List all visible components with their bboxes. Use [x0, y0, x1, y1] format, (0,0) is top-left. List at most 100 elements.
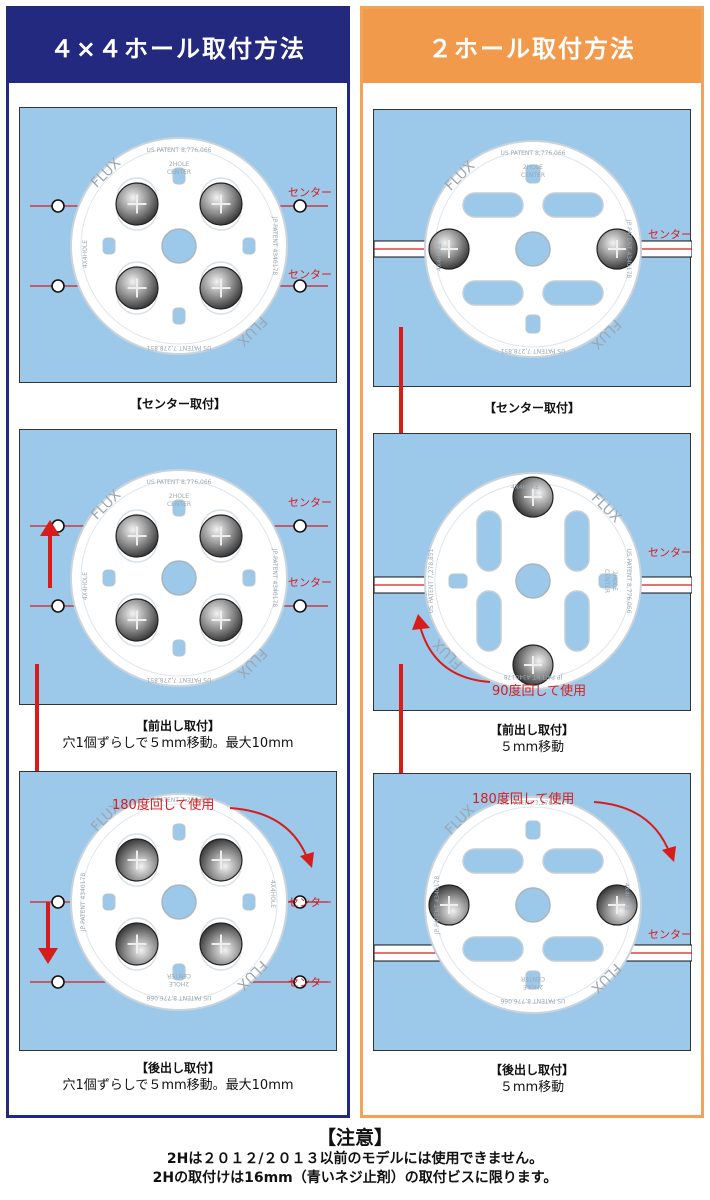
plate-label: US PATENT 7,278,851	[146, 797, 211, 804]
center-label: センター	[288, 268, 332, 281]
window-slot	[242, 237, 256, 255]
caption-title: 【センター取付】	[129, 397, 226, 411]
plate-label: CENTER	[521, 975, 545, 982]
plate-label: 2HOLE	[169, 493, 189, 500]
note-line-1: 2Hは２０１２/２０１３以前のモデルには使用できません。	[166, 1151, 544, 1167]
plate-label: 2HOLE	[169, 980, 189, 987]
window-slot	[172, 963, 186, 981]
right-front-caption: 【前出し取付】 ５mm移動	[363, 721, 701, 757]
plate-label: US PATENT 8,776,066	[500, 150, 565, 157]
center-label: センター	[288, 976, 332, 989]
note-line-2: 2Hの取付けは16mm（青いネジ止剤）の取付ビスに限ります。	[152, 1170, 558, 1186]
insert-hole	[51, 279, 65, 293]
caption-title: 【前出し取付】	[135, 719, 220, 733]
plate-label: 4X4HOLE	[511, 484, 539, 491]
caption-sub: 穴1個ずらしで５mm移動。最大10mm	[62, 736, 294, 751]
plate-label: US PATENT 8,776,066	[146, 479, 211, 486]
window-slot	[525, 820, 541, 840]
plate-label: CENTER	[167, 169, 191, 176]
plate-label: 4X4HOLE	[269, 880, 276, 908]
window-slot	[598, 573, 618, 589]
curved-arrow-icon	[593, 801, 676, 862]
center-hole	[515, 231, 551, 267]
right-center-caption: 【センター取付】	[363, 399, 701, 417]
left-front-caption: 【前出し取付】 穴1個ずらしで５mm移動。最大10mm	[9, 717, 347, 753]
caution-note: 【注意】 2Hは２０１２/２０１３以前のモデルには使用できません。 2Hの取付け…	[0, 1126, 710, 1188]
plate-label: 2HOLE	[169, 161, 189, 168]
plate-label: US PATENT 8,776,066	[146, 994, 211, 1001]
window-slot	[525, 164, 541, 184]
slot-oval	[462, 192, 524, 218]
insert-hole	[51, 975, 65, 989]
plate-label: US PATENT 7,278,851	[500, 800, 565, 807]
slot-oval	[542, 280, 604, 306]
slot-oval	[542, 936, 604, 962]
note-heading: 【注意】	[316, 1127, 393, 1149]
slot-oval	[462, 280, 524, 306]
window-slot	[525, 314, 541, 334]
center-label: センター	[288, 186, 332, 199]
center-label: センター	[288, 576, 332, 589]
plate-label: US PATENT 8,776,066	[146, 147, 211, 154]
rotate-180-label: 180度回して使用	[112, 798, 215, 813]
slot-oval	[462, 848, 524, 874]
caption-title: 【後出し取付】	[489, 1063, 574, 1077]
insert-hole	[293, 279, 307, 293]
plate-label: 4X4HOLE	[82, 572, 89, 600]
center-hole	[161, 228, 197, 264]
insert-hole	[293, 895, 307, 909]
plate-label: 2HOLE	[523, 983, 543, 990]
window-slot	[242, 569, 256, 587]
slot-oval	[462, 936, 524, 962]
slot-oval	[542, 848, 604, 874]
caption-sub: ５mm移動	[499, 740, 565, 755]
caption-sub: ５mm移動	[499, 1080, 565, 1095]
window-slot	[172, 639, 186, 657]
curved-arrow-icon	[229, 807, 314, 868]
caption-title: 【後出し取付】	[135, 1061, 220, 1075]
insert-hole	[293, 199, 307, 213]
down-arrow-icon	[38, 902, 58, 964]
plate-label: US PATENT 7,278,851	[428, 548, 435, 613]
insert-hole	[51, 199, 65, 213]
window-slot	[172, 307, 186, 325]
window-slot	[102, 893, 116, 911]
slot-oval	[476, 590, 502, 652]
plate-label: JP PATENT 4340178	[271, 548, 278, 608]
plate-label: JP PATENT 4340178	[504, 673, 564, 680]
rotate-180-label: 180度回して使用	[472, 792, 575, 807]
plate-label: CENTER	[167, 501, 191, 508]
window-slot	[448, 573, 468, 589]
insert-hole	[51, 599, 65, 613]
plate-label: 4X4HOLE	[436, 243, 443, 271]
window-slot	[525, 970, 541, 990]
plate-label: JP PATENT 4340178	[271, 216, 278, 276]
window-slot	[102, 237, 116, 255]
center-label: センター	[288, 496, 332, 509]
four-by-four-header: ４×４ホール取付方法	[9, 9, 347, 83]
caption-title: 【センター取付】	[483, 401, 580, 415]
left-rear-caption: 【後出し取付】 穴1個ずらしで５mm移動。最大10mm	[9, 1059, 347, 1095]
window-slot	[172, 499, 186, 517]
slot-oval	[564, 590, 590, 652]
window-slot	[172, 167, 186, 185]
rotate-90-label: 90度回して使用	[492, 684, 587, 699]
curved-arrow-icon	[412, 614, 491, 683]
slot-oval	[476, 510, 502, 572]
